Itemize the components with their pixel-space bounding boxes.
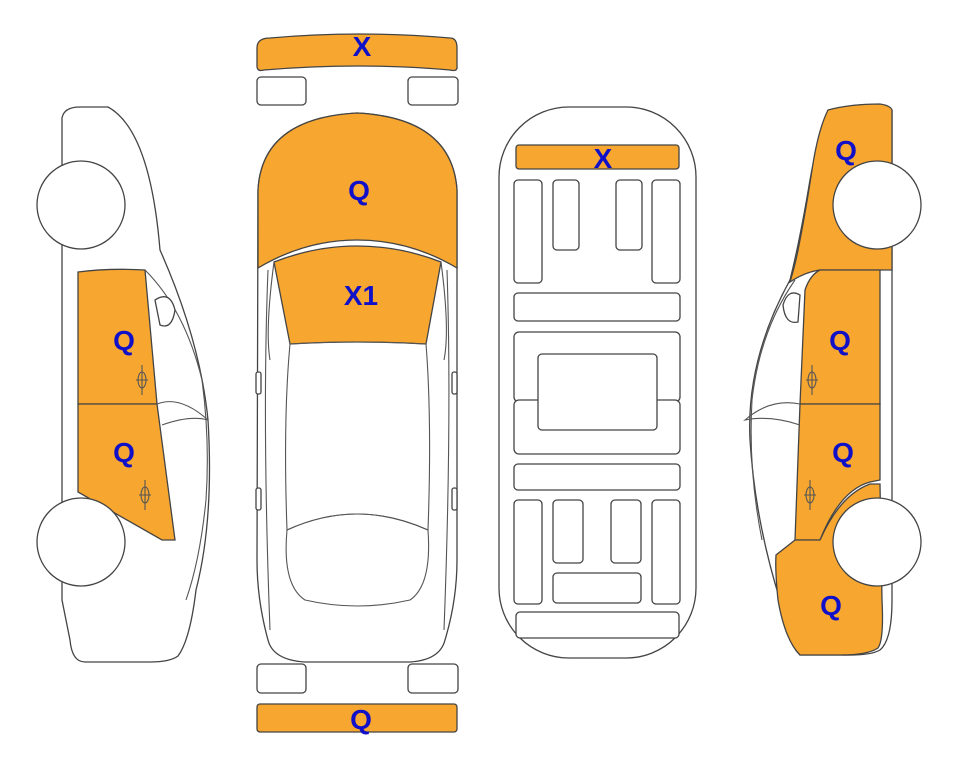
windshield-label: X1 (344, 280, 378, 311)
side-line-left (264, 269, 271, 631)
right-handle-1-grip (807, 371, 817, 389)
ub-mid-center (537, 353, 658, 431)
left-front-door-label: Q (113, 325, 135, 356)
ub-box-1 (552, 179, 580, 251)
right-window-line (743, 402, 801, 426)
ub-bar-2 (513, 463, 681, 491)
ub-box-2 (615, 179, 643, 251)
underbody-front-part[interactable] (515, 144, 680, 170)
ub-bar-1 (513, 292, 681, 322)
left-window-top (156, 401, 209, 426)
left-glass (144, 269, 208, 601)
rear-light-left (256, 663, 307, 694)
ub-box-4 (610, 499, 642, 564)
pillar-right (440, 261, 447, 361)
rear-window (285, 513, 430, 607)
left-handle-2-grip (140, 486, 150, 504)
left-mirror (154, 296, 176, 327)
left-front-door-part[interactable] (77, 268, 158, 405)
underbody-view (498, 106, 697, 659)
ub-bar-3 (515, 611, 680, 639)
front-bumper-part[interactable] (256, 33, 458, 72)
ub-rail-4 (651, 499, 681, 605)
left-rear-door-label: Q (113, 437, 135, 468)
hood-label: Q (348, 175, 370, 206)
right-rear-door-label: Q (832, 437, 854, 468)
underbody-front-label: X (594, 143, 613, 174)
front-light-right (407, 76, 459, 106)
front-light-left (256, 76, 307, 106)
right-mirror (782, 292, 801, 324)
right-rear-quarter-label: Q (820, 590, 842, 621)
right-front-fender-label: Q (835, 135, 857, 166)
left-side-view (36, 106, 211, 663)
ub-box-3 (552, 499, 584, 564)
ub-rail-2 (651, 179, 681, 284)
rear-bumper-part[interactable] (256, 703, 458, 733)
left-front-wheel (36, 160, 126, 250)
mirror-right (451, 371, 458, 395)
rear-light-right (407, 663, 459, 694)
hood-part[interactable] (257, 112, 458, 270)
right-front-wheel (832, 160, 922, 250)
ub-box-5 (552, 572, 642, 604)
damage-labels: X Q X1 Q X Q Q Q Q Q Q (113, 31, 857, 735)
right-rear-wheel (832, 497, 922, 587)
handle-left (255, 487, 262, 511)
left-rear-wheel (36, 497, 126, 587)
pillar-left (267, 261, 275, 361)
right-side-view (743, 103, 922, 656)
rear-bumper-label: Q (350, 704, 372, 735)
ub-rail-1 (513, 179, 543, 284)
mirror-left (255, 371, 262, 395)
right-front-door-label: Q (829, 325, 851, 356)
left-handle-1-grip (137, 371, 147, 389)
ub-rail-3 (513, 499, 543, 605)
left-rear-door-part[interactable] (77, 403, 176, 541)
right-glass (750, 279, 796, 541)
handle-right (451, 487, 458, 511)
top-view (255, 33, 459, 733)
side-line-right (443, 269, 450, 631)
front-bumper-label: X (353, 31, 372, 62)
right-handle-2-grip (805, 486, 815, 504)
